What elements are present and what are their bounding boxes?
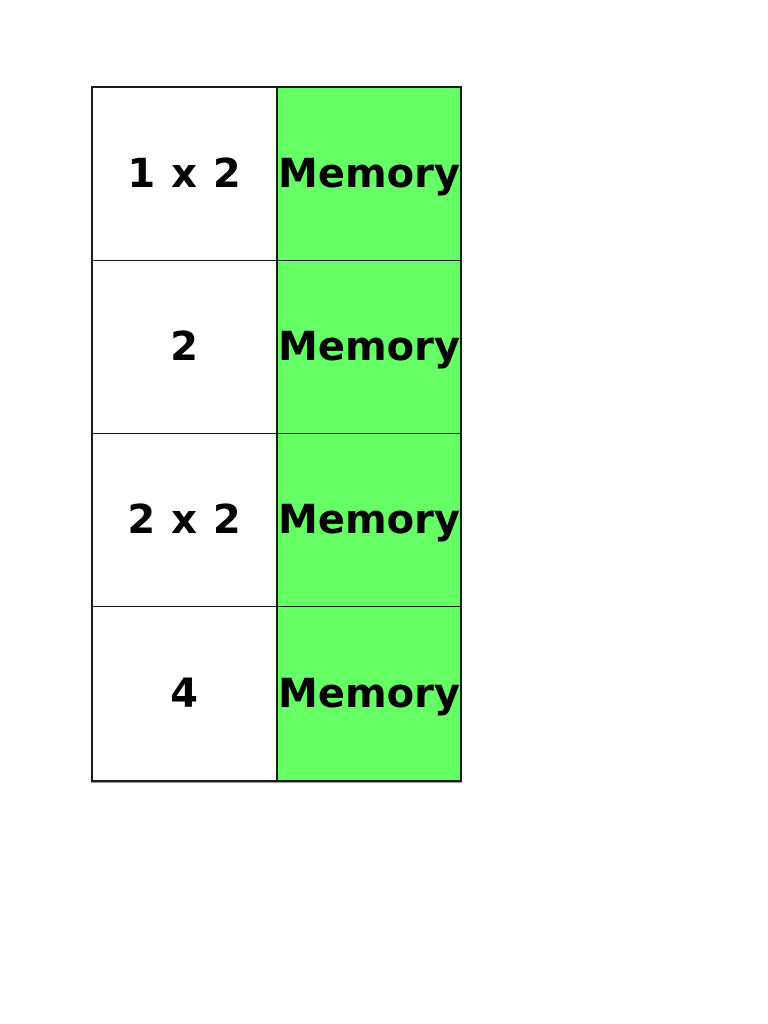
card-back: Memory [278,88,460,261]
card-front: 4 [93,607,278,780]
card-front: 2 [93,261,278,434]
flashcard-table: 1 x 2 Memory 2 Memory 2 x 2 Memory 4 Mem… [91,86,462,782]
card-back: Memory [278,434,460,607]
card-front: 1 x 2 [93,88,278,261]
card-back: Memory [278,607,460,780]
card-back: Memory [278,261,460,434]
card-front: 2 x 2 [93,434,278,607]
